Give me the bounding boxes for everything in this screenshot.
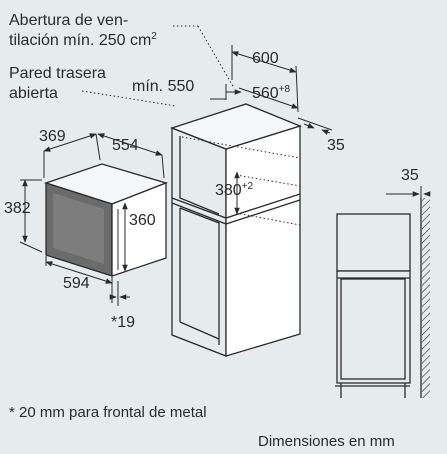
dim-380: 380+2 xyxy=(215,182,253,200)
footnote: * 20 mm para frontal de metal xyxy=(9,404,207,421)
dim-19: *19 xyxy=(111,314,136,331)
dim-600: 600 xyxy=(252,50,279,67)
dim-360: 360 xyxy=(129,212,156,229)
dim-560: 560+8 xyxy=(252,85,290,103)
dim-369: 369 xyxy=(39,128,66,145)
side-cabinet-lower xyxy=(336,270,411,384)
side-cabinet-upper xyxy=(336,213,411,272)
vent-label-line2: tilación mín. 250 cm2 xyxy=(9,32,157,50)
dim-380-value: 380 xyxy=(215,182,242,199)
rear-opening-dotted-lines xyxy=(81,25,301,226)
dim-35-rear: 35 xyxy=(327,137,345,154)
dim-560-value: 560 xyxy=(252,85,279,102)
rear-wall-label-line2: abierta xyxy=(9,85,58,102)
tall-cabinet xyxy=(170,103,302,357)
vent-label-sup: 2 xyxy=(151,31,157,42)
units-note: Dimensiones en mm xyxy=(258,433,395,450)
vent-label-text: tilación mín. 250 cm xyxy=(9,32,152,49)
rear-wall-label-line1: Pared trasera xyxy=(9,65,106,82)
dim-594: 594 xyxy=(63,275,90,292)
dim-554: 554 xyxy=(112,137,139,154)
vent-label-line1: Abertura de ven- xyxy=(9,12,129,29)
dim-min-550: mín. 550 xyxy=(132,78,195,95)
dim-35-side: 35 xyxy=(401,167,419,184)
dim-560-tolerance: +8 xyxy=(278,84,291,95)
dim-380-tolerance: +2 xyxy=(241,181,254,192)
dim-382: 382 xyxy=(4,200,31,217)
dimension-lines xyxy=(19,45,431,306)
cabinet-side xyxy=(225,125,301,357)
microwave-door-panel xyxy=(53,193,104,264)
cabinet-top xyxy=(170,103,302,150)
side-section-view xyxy=(335,198,430,398)
